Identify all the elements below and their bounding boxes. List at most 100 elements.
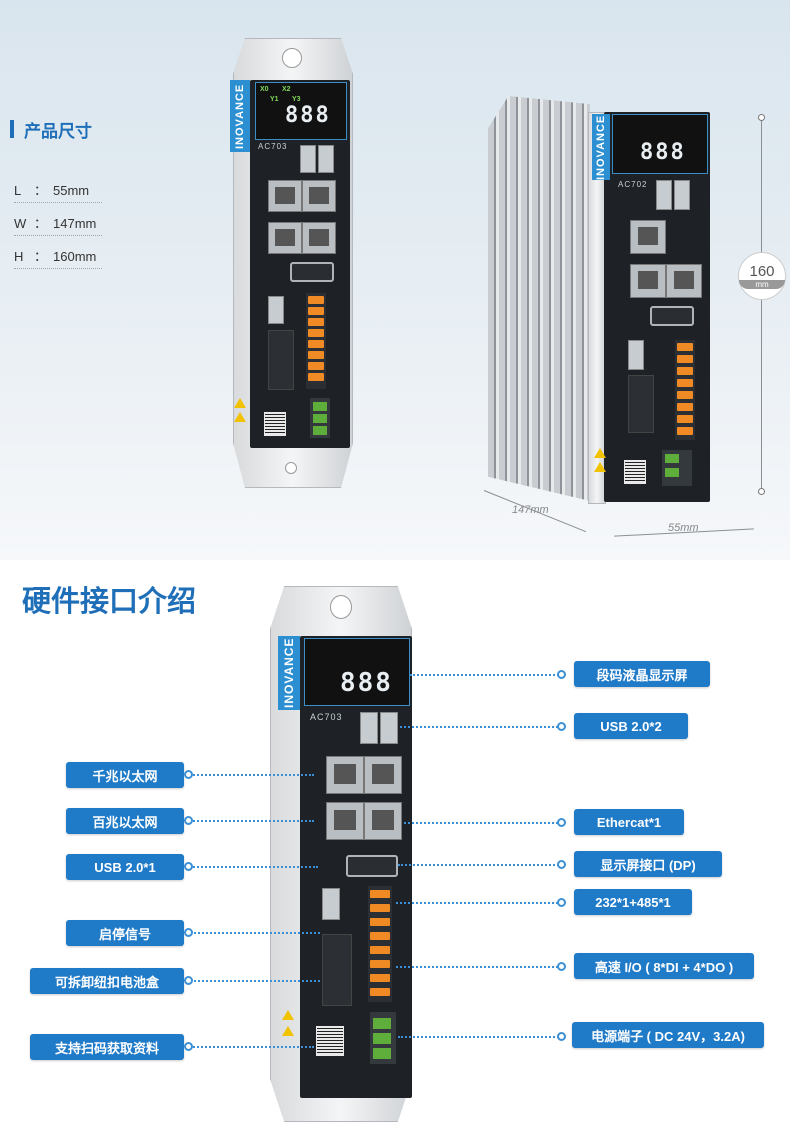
dim-row-width: W ： 147mm <box>14 213 102 236</box>
ethernet-port <box>302 180 336 212</box>
height-value: 160 <box>749 263 775 280</box>
connector-line <box>190 980 320 982</box>
dim-endpoint <box>758 114 765 121</box>
dim-value: 55mm <box>53 183 90 198</box>
dp-port <box>346 855 398 877</box>
io-terminal <box>306 293 326 389</box>
segment-display <box>304 638 410 706</box>
ethernet-port <box>268 222 302 254</box>
segment-digits: 888 <box>285 103 331 128</box>
ethernet-port <box>666 264 702 298</box>
led-y3: Y3 <box>292 96 301 103</box>
label-serial: 232*1+485*1 <box>574 889 692 915</box>
segment-digits: 888 <box>340 668 393 698</box>
label-start-stop: 启停信号 <box>66 920 184 946</box>
model-label: AC702 <box>618 180 648 189</box>
dimensions-heading: 产品尺寸 <box>10 118 92 141</box>
connector-dot <box>184 976 193 985</box>
connector-dot <box>184 1042 193 1051</box>
connector-line <box>400 726 562 728</box>
connector-line <box>398 864 562 866</box>
brand-logo: INOVANCE <box>592 114 610 180</box>
ethernet-port <box>364 756 402 794</box>
model-label: AC703 <box>310 712 343 722</box>
label-ethercat: Ethercat*1 <box>574 809 684 835</box>
connector-line <box>404 822 562 824</box>
ethernet-port <box>268 180 302 212</box>
brand-logo: INOVANCE <box>278 636 300 710</box>
connector-dot <box>557 818 566 827</box>
label-fast-ethernet: 百兆以太网 <box>66 808 184 834</box>
led-x0: X0 <box>260 86 269 93</box>
warning-icon <box>234 412 246 422</box>
power-terminal <box>662 450 692 486</box>
height-unit: mm <box>739 280 785 289</box>
ethernet-port <box>326 802 364 840</box>
mount-hole <box>330 595 352 619</box>
qr-code <box>316 1026 344 1056</box>
qr-code <box>264 412 286 436</box>
ethernet-port <box>302 222 336 254</box>
connector-line <box>190 774 314 776</box>
ethernet-port <box>630 264 666 298</box>
usb-port <box>380 712 398 744</box>
segment-display <box>612 114 708 174</box>
height-dimension-line <box>761 118 762 490</box>
model-label: AC703 <box>258 142 288 151</box>
usb-port <box>318 145 334 173</box>
connector-line <box>190 932 320 934</box>
label-usb-single: USB 2.0*1 <box>66 854 184 880</box>
battery-box <box>322 934 352 1006</box>
warning-icon <box>234 398 246 408</box>
dim-key: L <box>14 183 22 198</box>
dim-value: 160mm <box>53 249 97 264</box>
dim-sep: ： <box>34 216 48 231</box>
dim-row-length: L ： 55mm <box>14 180 102 203</box>
dim-value: 147mm <box>53 216 97 231</box>
segment-digits: 888 <box>640 140 686 165</box>
usb-port <box>360 712 378 744</box>
mount-hole <box>285 462 297 474</box>
label-segment-display: 段码液晶显示屏 <box>574 661 710 687</box>
label-dp-interface: 显示屏接口 (DP) <box>574 851 722 877</box>
connector-dot <box>557 722 566 731</box>
dim-key: H <box>14 249 24 264</box>
connector-dot <box>557 962 566 971</box>
connector-dot <box>184 862 193 871</box>
connector-line <box>410 674 562 676</box>
warning-icon <box>594 448 606 458</box>
heatsink-fins <box>488 96 590 501</box>
usb-port-vertical <box>628 340 644 370</box>
mount-hole <box>282 48 302 68</box>
width-label: 55mm <box>668 522 699 534</box>
label-battery-box: 可拆卸纽扣电池盒 <box>30 968 184 994</box>
warning-icon <box>282 1026 294 1036</box>
dim-endpoint <box>758 488 765 495</box>
qr-code <box>624 460 646 484</box>
dp-port <box>650 306 694 326</box>
connector-dot <box>184 770 193 779</box>
io-terminal <box>675 340 695 440</box>
depth-label: 147mm <box>512 504 549 516</box>
io-terminal <box>368 886 392 1002</box>
connector-line <box>190 820 314 822</box>
label-qr-info: 支持扫码获取资料 <box>30 1034 184 1060</box>
connector-line <box>398 1036 562 1038</box>
label-power-terminal: 电源端子 ( DC 24V，3.2A) <box>572 1022 764 1048</box>
led-y1: Y1 <box>270 96 279 103</box>
warning-icon <box>282 1010 294 1020</box>
connector-line <box>396 902 562 904</box>
segment-display <box>255 82 347 140</box>
dimensions-title: 产品尺寸 <box>24 121 92 141</box>
battery-box <box>268 330 294 390</box>
heading-bar <box>10 120 14 138</box>
power-terminal <box>310 398 330 438</box>
usb-port-vertical <box>322 888 340 920</box>
connector-dot <box>557 1032 566 1041</box>
dim-sep: ： <box>34 183 48 198</box>
dim-key: W <box>14 216 27 231</box>
connector-line <box>190 1046 314 1048</box>
usb-port-vertical <box>268 296 284 324</box>
ethernet-port <box>364 802 402 840</box>
ethernet-port <box>630 220 666 254</box>
